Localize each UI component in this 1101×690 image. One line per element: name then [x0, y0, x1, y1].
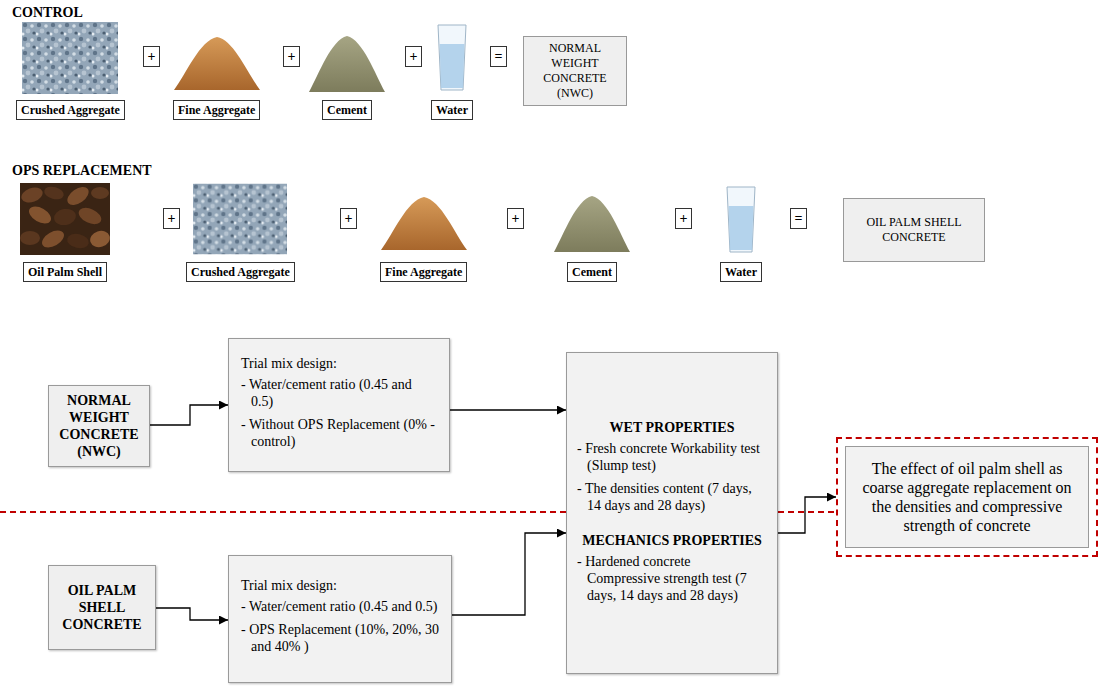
flow-arrow	[452, 533, 566, 615]
flow-arrow	[450, 409, 566, 410]
operator-box: =	[790, 208, 807, 229]
node-text: The effect of oil palm shell as coarse a…	[856, 459, 1078, 535]
node-text: Water	[436, 102, 468, 118]
node-text: MECHANICS PROPERTIES	[577, 532, 767, 549]
node-text: - Hardened concrete Compressive strength…	[577, 553, 767, 604]
operator-box: +	[143, 46, 160, 67]
node-text: Water	[725, 264, 757, 280]
node-text: +	[410, 49, 418, 65]
node-text: - The densities content (7 days, 14 days…	[577, 480, 767, 514]
node-text: +	[148, 49, 156, 65]
node-text: +	[168, 211, 176, 227]
fine-aggregate-image	[174, 37, 260, 90]
node-text: +	[512, 211, 520, 227]
node-text: Fine Aggregate	[385, 264, 462, 280]
node-text: =	[795, 211, 803, 227]
operator-box: =	[490, 46, 507, 67]
cement-image	[309, 36, 385, 92]
material-label: Water	[720, 262, 762, 282]
node-text: Fine Aggregate	[178, 102, 255, 118]
node-text: Cement	[572, 264, 612, 280]
material-label: Water	[431, 100, 473, 120]
trial-mix-box: Trial mix design: - Water/cement ratio (0…	[228, 338, 450, 472]
node-text: Crushed Aggregate	[21, 102, 120, 118]
node-text: - Fresh concrete Workability test (Slump…	[577, 440, 767, 474]
crushed-aggregate-image	[22, 22, 118, 94]
node-text: Cement	[327, 102, 367, 118]
node-text: - Water/cement ratio (0.45 and 0.5)	[241, 376, 437, 410]
concrete-type-box: NORMAL WEIGHT CONCRETE (NWC)	[48, 385, 150, 467]
material-label: Fine Aggregate	[173, 100, 260, 120]
node-text: +	[288, 49, 296, 65]
material-label: Cement	[322, 100, 372, 120]
trial-mix-box: Trial mix design: - Water/cement ratio (0…	[228, 555, 452, 683]
operator-box: +	[283, 46, 300, 67]
operator-box: +	[340, 208, 357, 229]
cement-image	[554, 196, 630, 252]
node-text: - OPS Replacement (10%, 20%, 30 and 40% …	[241, 621, 439, 655]
node-text: =	[495, 49, 503, 65]
node-text: +	[680, 211, 688, 227]
node-text: Trial mix design:	[241, 355, 437, 372]
operator-box: +	[405, 46, 422, 67]
operator-box: +	[675, 208, 692, 229]
node-text: - Without OPS Replacement (0% - control)	[241, 416, 437, 450]
material-label: Fine Aggregate	[380, 262, 467, 282]
material-label: Oil Palm Shell	[23, 262, 107, 282]
node-text: OIL PALM SHELL CONCRETE	[850, 215, 978, 245]
properties-box: WET PROPERTIES - Fresh concrete Workabili…	[566, 352, 778, 674]
divider-line	[778, 511, 836, 513]
node-text: OIL PALM SHELL CONCRETE	[55, 582, 149, 633]
operator-box: +	[507, 208, 524, 229]
node-text: +	[345, 211, 353, 227]
outcome-box: The effect of oil palm shell as coarse a…	[836, 437, 1098, 557]
node-text: Oil Palm Shell	[28, 264, 102, 280]
node-text: WET PROPERTIES	[577, 419, 767, 436]
flow-arrow	[156, 608, 228, 620]
node-text: Crushed Aggregate	[191, 264, 290, 280]
section-label: OPS REPLACEMENT	[12, 163, 152, 179]
result-box: OIL PALM SHELL CONCRETE	[843, 198, 985, 262]
operator-box: +	[163, 208, 180, 229]
fine-aggregate-image	[381, 197, 467, 250]
node-text: - Water/cement ratio (0.45 and 0.5)	[241, 598, 439, 615]
water-image	[727, 187, 755, 252]
flow-arrow	[778, 497, 836, 533]
oil-palm-shell-image	[19, 183, 112, 255]
material-label: Crushed Aggregate	[16, 100, 125, 120]
concrete-type-box: OIL PALM SHELL CONCRETE	[48, 565, 156, 650]
material-label: Crushed Aggregate	[186, 262, 295, 282]
material-label: Cement	[567, 262, 617, 282]
node-text: NORMAL WEIGHT CONCRETE (NWC)	[530, 41, 620, 101]
node-text: NORMAL WEIGHT CONCRETE (NWC)	[55, 392, 143, 460]
outcome-inner-box: The effect of oil palm shell as coarse a…	[845, 446, 1089, 548]
node-text: Trial mix design:	[241, 577, 439, 594]
divider-line	[0, 511, 566, 513]
water-image	[438, 25, 466, 90]
crushed-aggregate-image	[193, 184, 287, 255]
result-box: NORMAL WEIGHT CONCRETE (NWC)	[523, 36, 627, 106]
section-label: CONTROL	[12, 5, 83, 21]
flow-arrow	[150, 405, 228, 425]
